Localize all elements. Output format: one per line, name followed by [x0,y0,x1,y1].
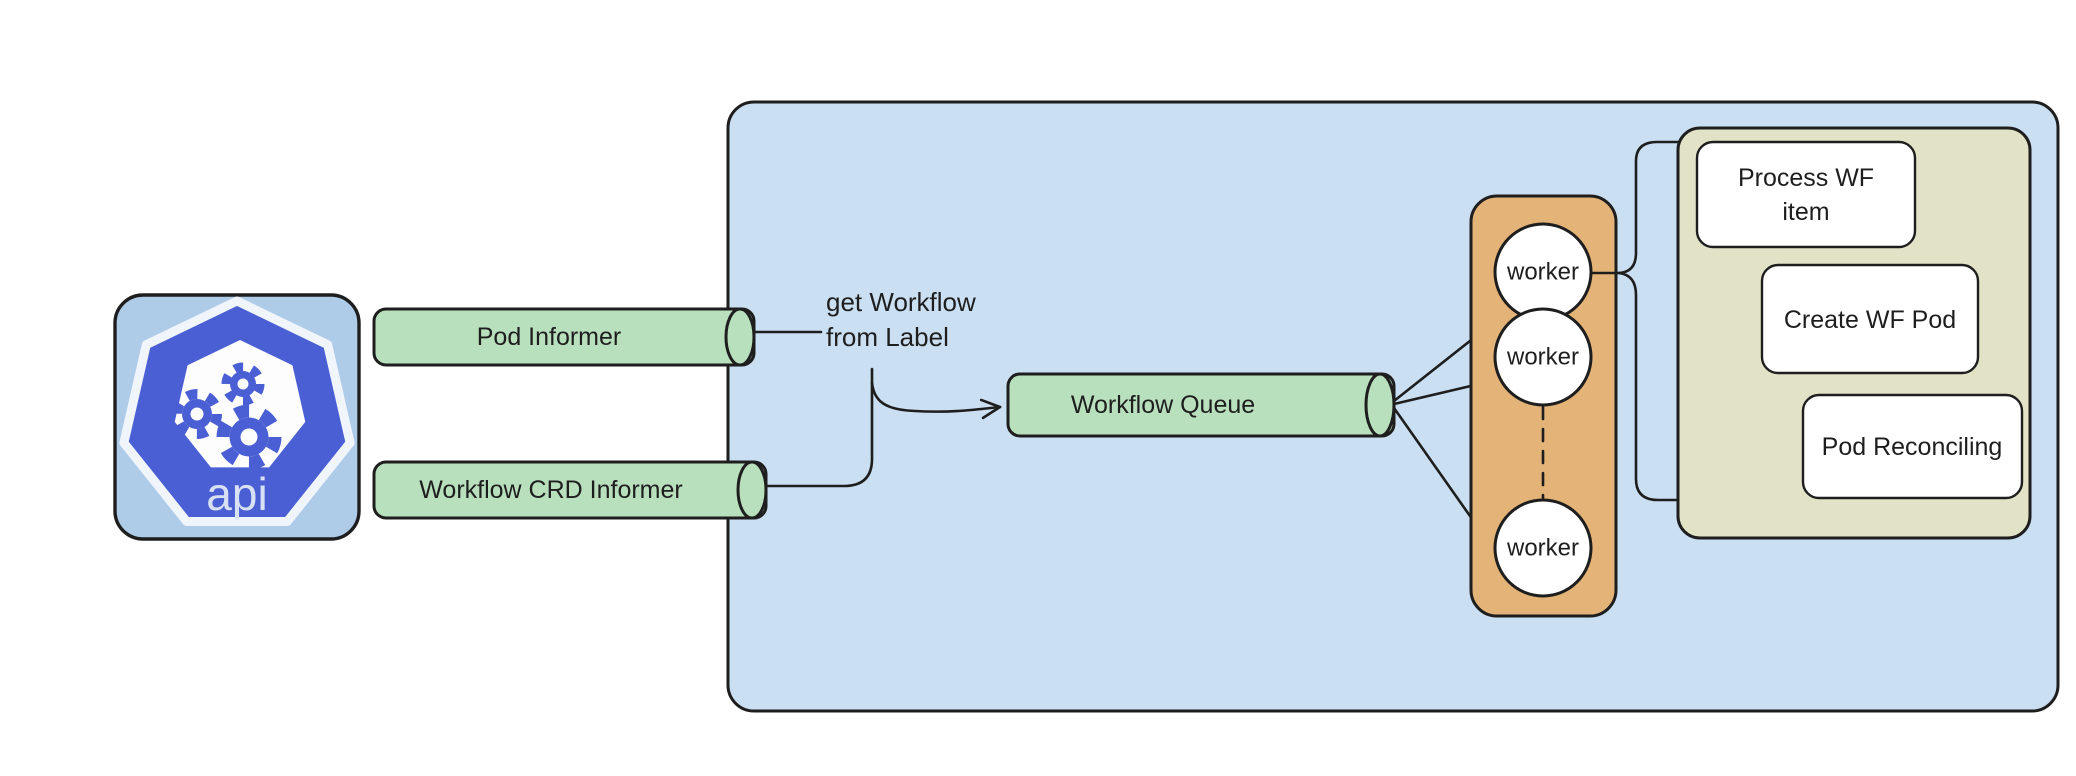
process-wf-item-label-1: Process WF [1738,164,1874,192]
worker-label: worker [1506,259,1579,286]
crd-informer-cap [736,460,768,520]
pod-reconciling-box: Pod Reconciling [1801,393,2024,500]
worker-pool: worker worker worker [1469,194,1618,618]
workflow-queue-cylinder: Workflow Queue [1006,372,1396,438]
pod-informer-cap [724,307,756,367]
workflow-crd-informer-cylinder: Workflow CRD Informer [372,460,768,520]
gear-icon [221,362,265,406]
gear-icon [216,404,282,470]
process-wf-item-box: Process WF item [1695,140,1917,249]
worker-label: worker [1506,535,1579,562]
pod-informer-label: Pod Informer [477,323,622,351]
handlers-group: Process WF item Create WF Pod Pod Reconc… [1676,126,2032,540]
worker-node [1493,498,1593,598]
pod-reconciling-label: Pod Reconciling [1822,433,2003,461]
worker-node [1493,307,1593,407]
worker-bracket-bottom [1617,271,1680,502]
process-wf-item-label-2: item [1782,198,1829,226]
note-line-2: from Label [826,322,949,352]
note-line-1: get Workflow [826,287,976,317]
create-wf-pod-box: Create WF Pod [1760,263,1980,375]
k8s-api-icon: api [113,293,361,541]
pod-informer-cylinder: Pod Informer [372,307,756,367]
workflow-queue-label: Workflow Queue [1071,391,1255,419]
worker-bracket-top [1617,140,1680,275]
api-icon-label: api [206,468,267,520]
workflow-queue-cap [1364,372,1396,438]
worker-label: worker [1506,344,1579,371]
create-wf-pod-label: Create WF Pod [1784,306,1956,334]
queue-in-arrow [870,381,1002,420]
crd-informer-connector [765,367,874,488]
crd-informer-label: Workflow CRD Informer [419,476,682,504]
get-workflow-note: get Workflow from Label [826,287,976,352]
gear-icon [172,389,222,439]
